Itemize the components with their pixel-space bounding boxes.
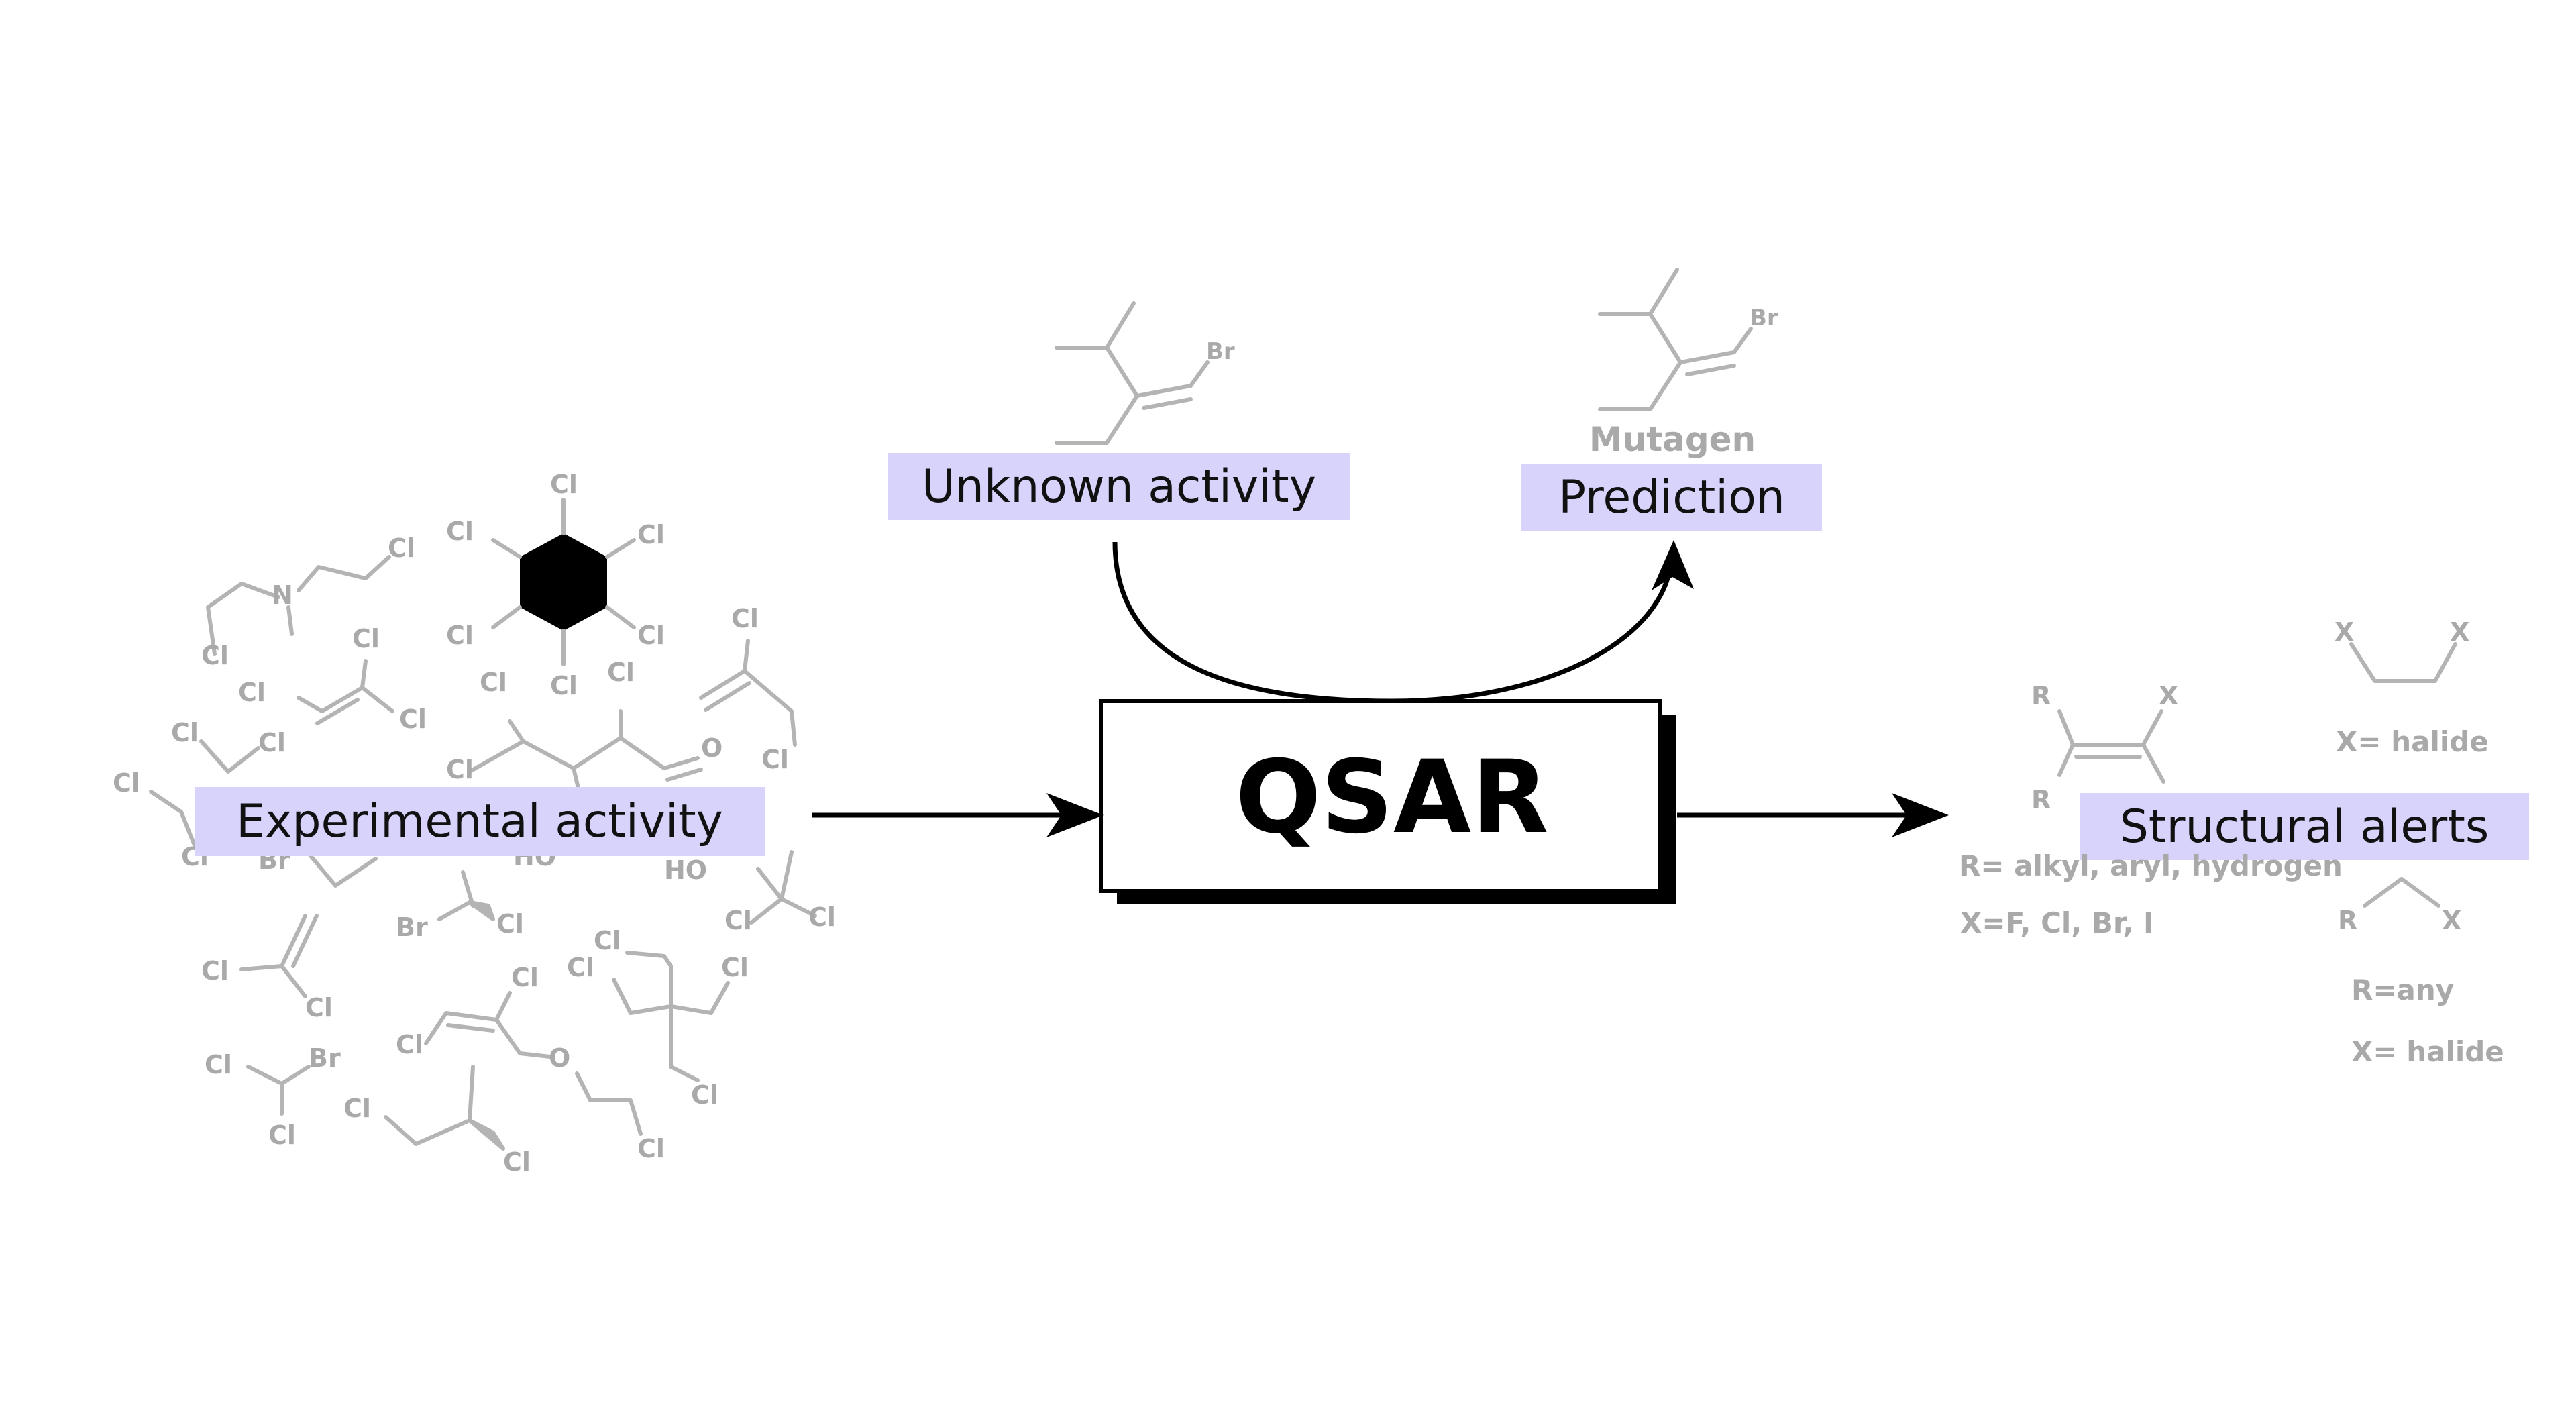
training-molecules	[149, 498, 817, 1151]
alert-r-definition: R= alkyl, aryl, hydrogen	[1959, 849, 2343, 882]
unknown-activity-box	[888, 453, 1350, 520]
atom-label: Cl	[691, 1080, 718, 1110]
alert-x-label: X	[2159, 681, 2178, 711]
atom-label: Cl	[724, 906, 752, 935]
alert-vinyl-halide	[2057, 709, 2165, 784]
atom-label: Cl	[305, 993, 333, 1022]
atom-label: O	[549, 1043, 570, 1073]
atom-label: Cl	[171, 718, 199, 747]
atom-label: Cl	[511, 963, 539, 992]
alert-r-label: R	[2031, 785, 2051, 814]
atom-label: Cl	[268, 1120, 296, 1150]
alert-halide-note: X= halide	[2351, 1035, 2504, 1068]
atom-label: Cl	[721, 953, 749, 982]
alert-alkyl-halide	[2363, 877, 2440, 908]
atom-label: Cl	[637, 520, 665, 549]
atom-label: Cl	[480, 668, 507, 697]
atom-label: Cl	[113, 768, 140, 798]
atom-label: Cl	[637, 621, 665, 650]
atom-label: Cl	[201, 641, 229, 670]
atom-label: Cl	[201, 956, 229, 986]
prediction-curve-arrow	[1112, 541, 1673, 704]
atom-label: Cl	[388, 533, 415, 563]
output-arrowhead	[1892, 793, 1949, 837]
atom-label: Cl	[567, 953, 594, 982]
atom-label: N	[272, 580, 293, 610]
structural-alerts-label: Structural alerts	[2120, 800, 2489, 853]
prediction-box	[1521, 464, 1822, 531]
atom-label: Cl	[446, 755, 474, 784]
prediction-arrowhead	[1652, 540, 1694, 590]
atom-label: Cl	[503, 1147, 531, 1177]
atom-label: Cl	[399, 704, 427, 734]
structural-alerts-box	[2080, 793, 2529, 860]
atom-label: Cl	[205, 1050, 232, 1080]
alert-x-label: X	[2450, 617, 2469, 647]
atom-label: Cl	[761, 745, 789, 774]
atom-label: Cl	[550, 470, 578, 499]
input-arrowhead	[1046, 793, 1104, 837]
atom-label: Cl	[496, 909, 524, 939]
atom-label: Cl	[594, 926, 621, 955]
atom-label: Cl	[352, 624, 380, 653]
atom-label: Br	[396, 912, 428, 942]
unknown-activity-label: Unknown activity	[922, 460, 1316, 513]
alert-r-any-note: R=any	[2351, 974, 2454, 1006]
atom-label: Cl	[396, 1030, 423, 1059]
alert-r-label: R	[2338, 906, 2357, 935]
alert-x-label: X	[2442, 906, 2461, 935]
atom-label: Cl	[446, 621, 474, 650]
prediction-label: Prediction	[1558, 471, 1785, 524]
atom-label: Cl	[550, 671, 578, 700]
predicted-molecule	[1598, 268, 1753, 411]
atom-label: Cl	[637, 1134, 665, 1163]
atom-label: Cl	[343, 1094, 371, 1123]
experimental-activity-label: Experimental activity	[236, 795, 723, 848]
atom-label: O	[701, 733, 722, 763]
alert-x-definition: X=F, Cl, Br, I	[1960, 906, 2154, 939]
atom-label: Cl	[731, 604, 759, 633]
atom-label: Br	[309, 1043, 341, 1073]
predicted-bromine-label: Br	[1750, 305, 1778, 331]
alert-halide-note: X= halide	[2336, 725, 2489, 758]
atom-label: Cl	[258, 728, 286, 757]
query-bromine-label: Br	[1206, 338, 1235, 365]
atom-label: Cl	[238, 678, 266, 707]
atom-label: HO	[664, 855, 707, 885]
qsar-box	[1099, 699, 1662, 893]
atom-label: Cl	[446, 517, 474, 546]
alert-r-label: R	[2031, 681, 2051, 711]
experimental-activity-box	[195, 787, 765, 856]
atom-label: Cl	[808, 902, 836, 932]
alert-x-label: X	[2334, 617, 2354, 647]
atom-label: Cl	[607, 658, 635, 687]
qsar-title: QSAR	[1235, 739, 1548, 856]
alert-dihaloethane	[2349, 642, 2457, 683]
mutagen-label: Mutagen	[1589, 420, 1756, 459]
query-molecule	[1055, 301, 1210, 445]
